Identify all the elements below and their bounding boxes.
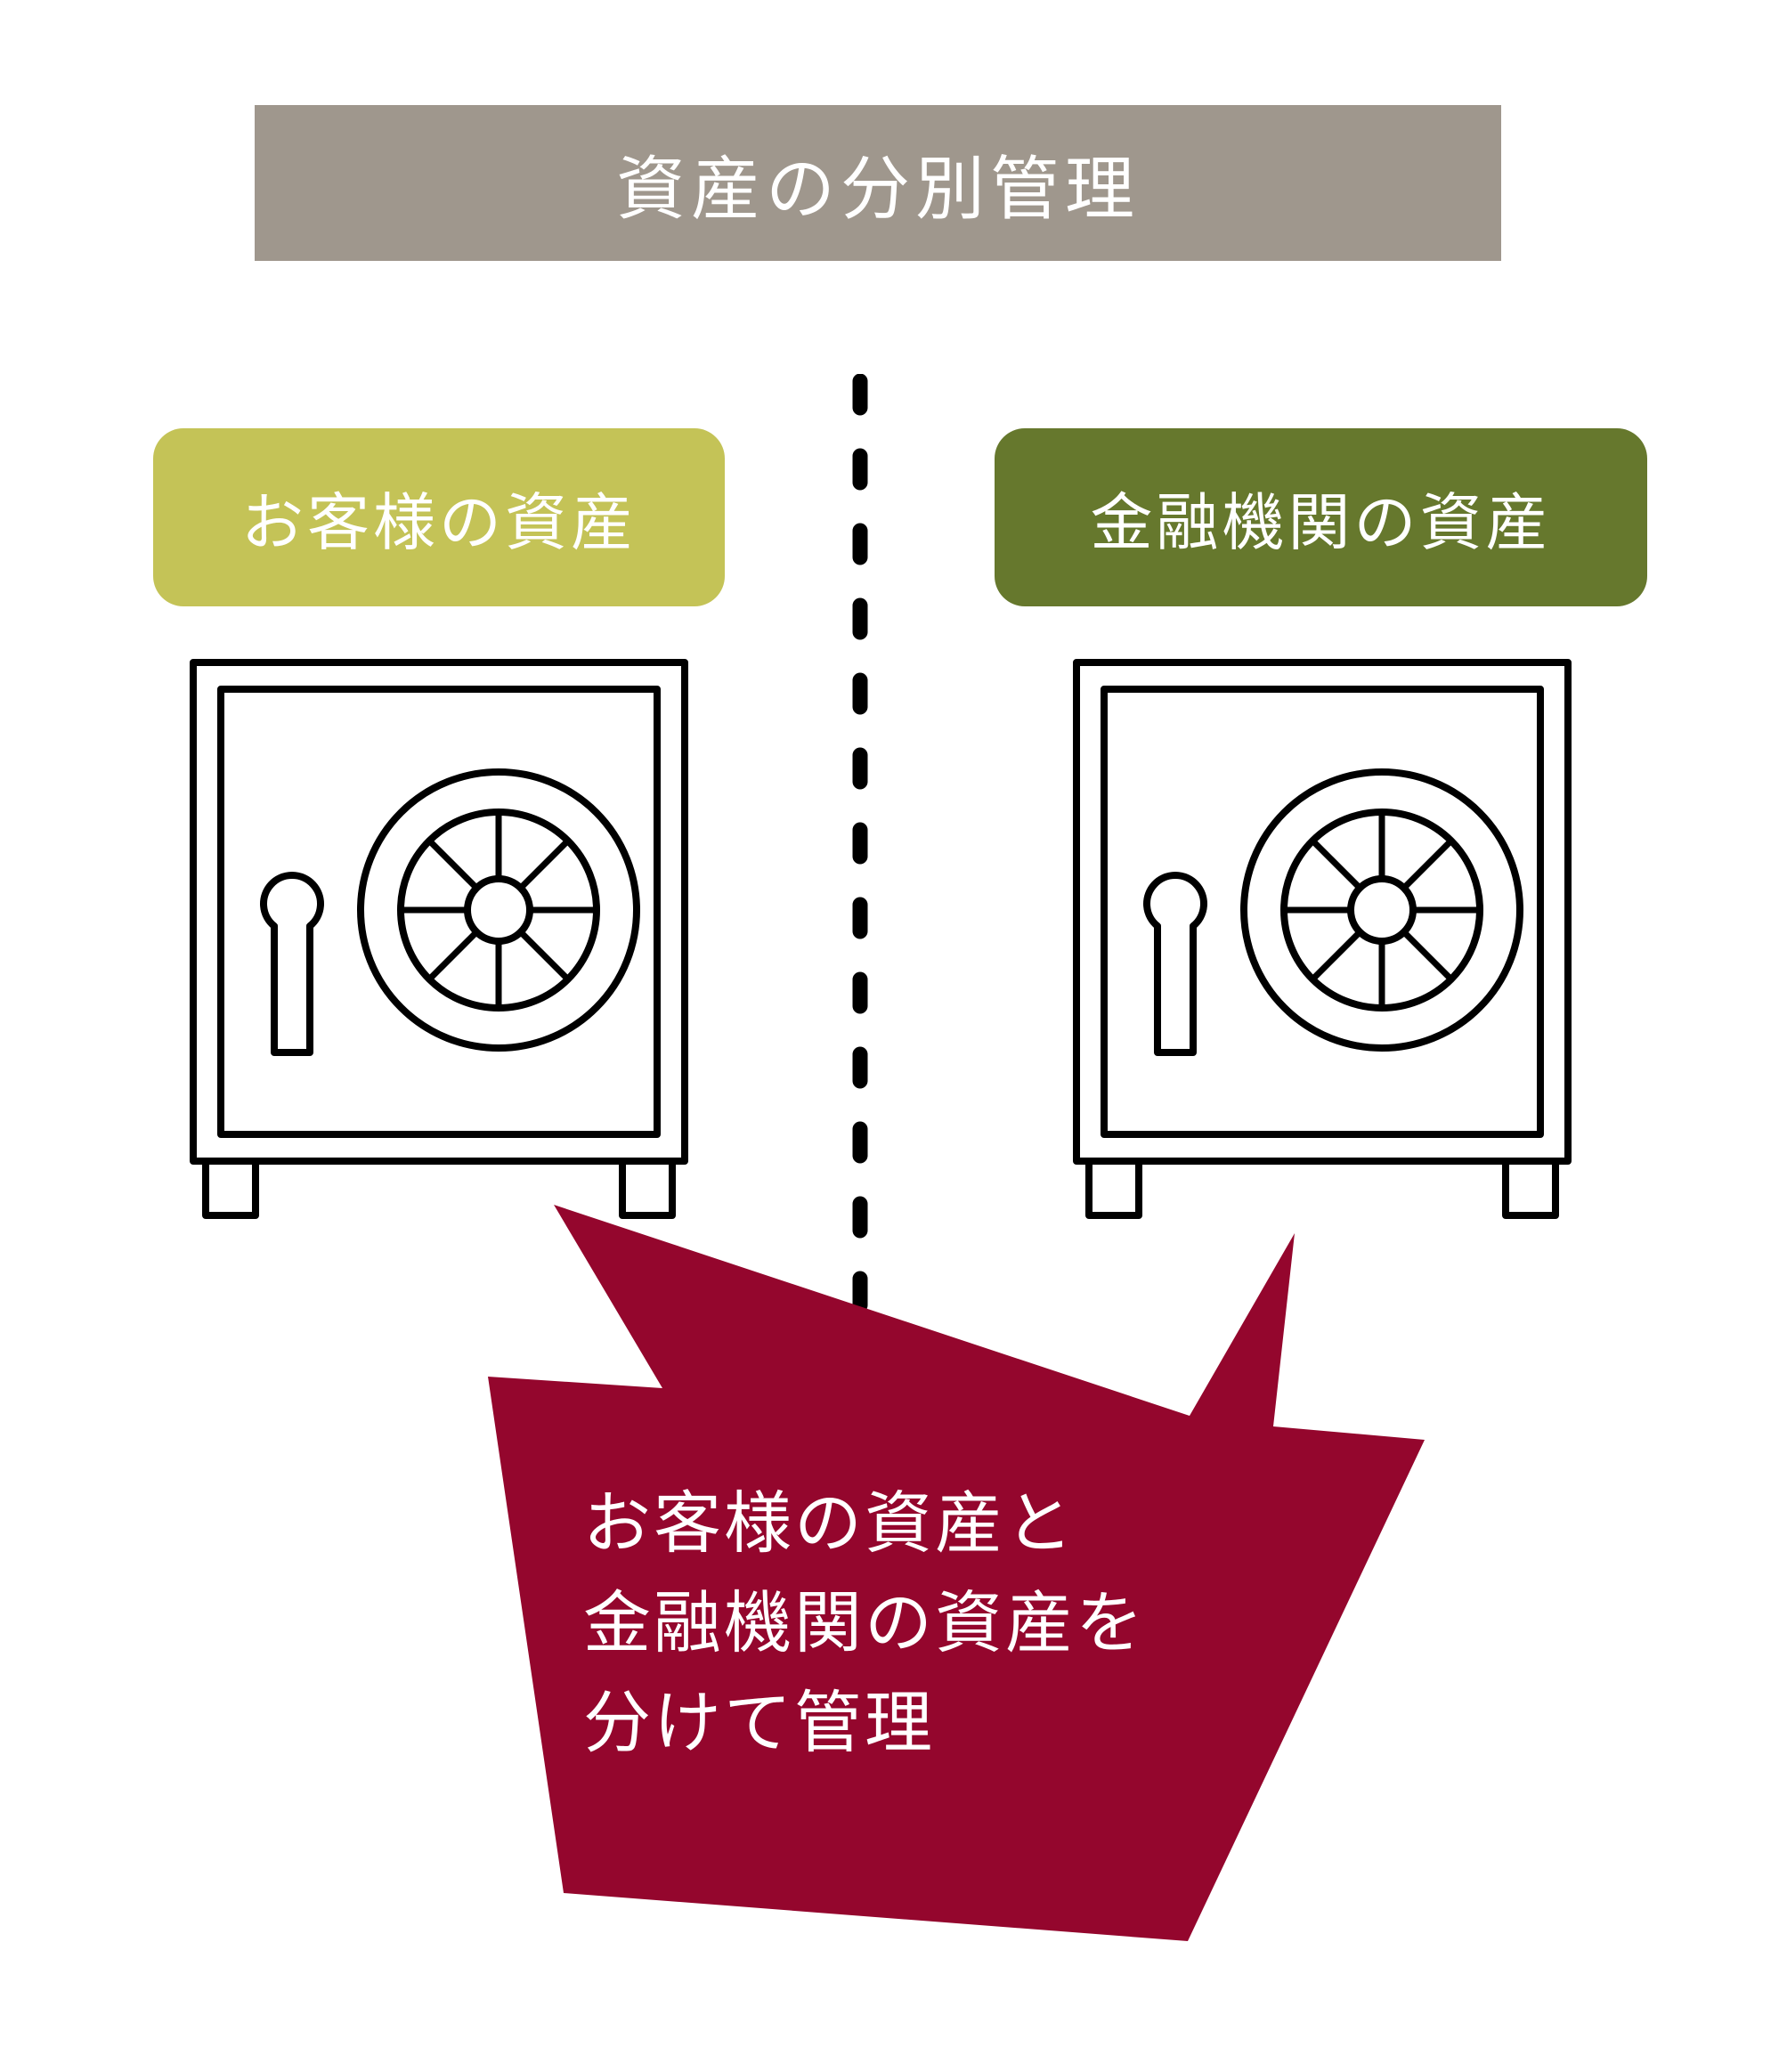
callout-text: お客様の資産と 金融機関の資産を 分けて管理 xyxy=(583,1474,1385,1773)
safe-icon xyxy=(190,659,688,1219)
customer-assets-label-text: お客様の資産 xyxy=(241,485,637,559)
callout-line-2: 金融機関の資産を xyxy=(583,1583,1146,1662)
institution-assets-label-text: 金融機関の資産 xyxy=(1090,485,1552,559)
customer-assets-label: お客様の資産 xyxy=(153,428,725,606)
title-bar: 資産の分別管理 xyxy=(255,105,1501,261)
diagram-title: 資産の分別管理 xyxy=(615,149,1140,230)
safe-icon xyxy=(1073,659,1572,1219)
callout-line-1: お客様の資産と xyxy=(583,1483,1076,1563)
dashed-divider xyxy=(852,374,868,1327)
callout-line-3: 分けて管理 xyxy=(583,1683,935,1762)
institution-assets-label: 金融機関の資産 xyxy=(995,428,1647,606)
